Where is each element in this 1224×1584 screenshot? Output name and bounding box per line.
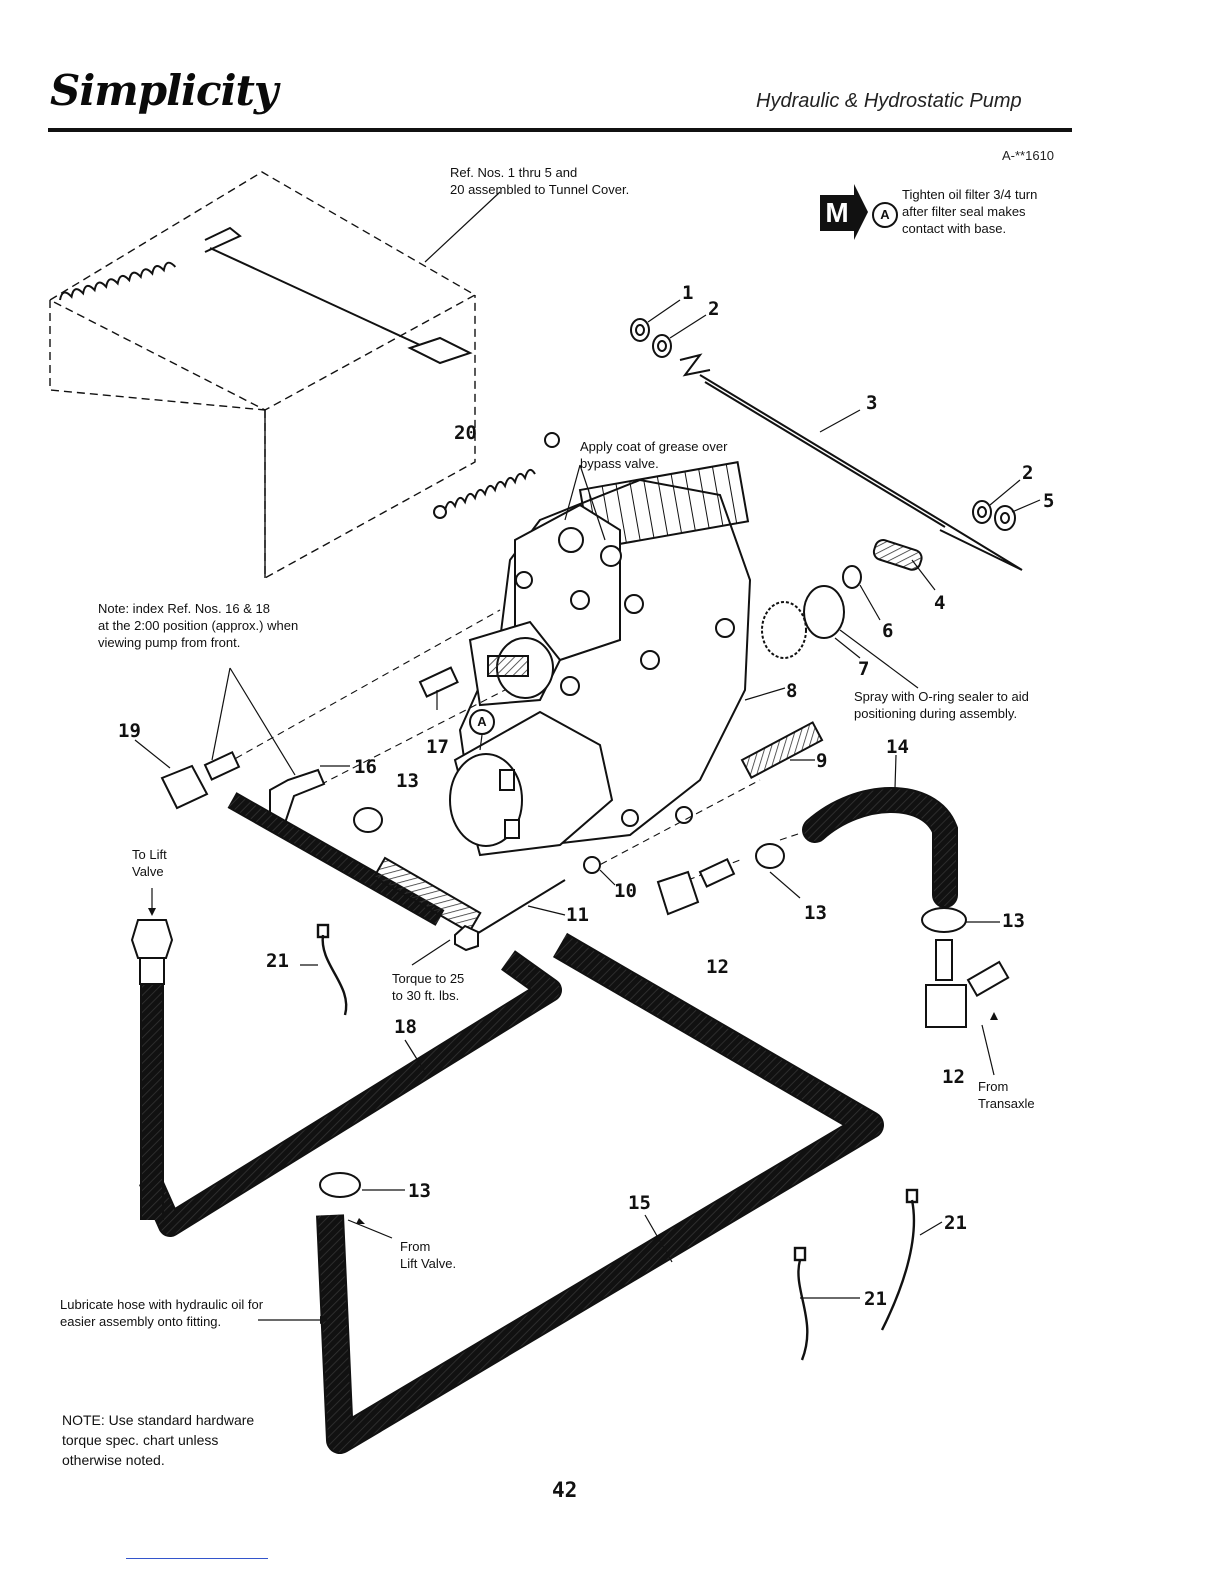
bolt-11 [454,856,601,952]
callout-14: 14 [886,736,909,758]
lift-valve-nut [130,919,174,985]
note-to-lift-valve: To Lift Valve [132,847,167,879]
fittings-right [921,907,1010,1028]
note-oring: Spray with O-ring sealer to aid position… [854,689,1029,721]
callout-12b: 12 [942,1066,965,1088]
callout-2b: 2 [1022,462,1034,484]
note-oil-filter: Tighten oil filter 3/4 turn after filter… [902,187,1038,236]
note-torque: Torque to 25 to 30 ft. lbs. [392,971,465,1003]
page-number: 42 [552,1478,578,1502]
cable-ties [316,923,919,1361]
clamp-13-bottom [319,1172,361,1198]
callout-8: 8 [786,680,798,702]
callout-5: 5 [1043,490,1055,512]
o-ring [761,565,862,659]
oil-filter [449,710,614,857]
hose-19 [227,792,482,934]
callout-13d: 13 [408,1180,431,1202]
figure-id: A-**1610 [1002,148,1055,163]
pump-body [458,461,752,847]
leaders [134,299,1041,1321]
section-title: Hydraulic & Hydrostatic Pump [756,90,1022,112]
bushing-4 [872,539,923,571]
arrowheads [148,908,998,1324]
callout-11: 11 [566,904,589,926]
callout-9: 9 [816,750,828,772]
callout-15: 15 [628,1192,651,1214]
circle-a-marker-note: A [872,202,898,228]
note-lubricate: Lubricate hose with hydraulic oil for ea… [60,1297,264,1329]
maintenance-badge: M [820,195,854,231]
note-index: Note: index Ref. Nos. 16 & 18 at the 2:0… [98,601,299,650]
fittings-left [160,666,459,828]
callout-18: 18 [394,1016,417,1038]
callout-21a: 21 [266,950,289,972]
callout-3: 3 [866,392,878,414]
callout-10: 10 [614,880,637,902]
callout-19: 19 [118,720,141,742]
note-tunnel-cover: Ref. Nos. 1 thru 5 and 20 assembled to T… [450,165,630,197]
circle-a-marker-filter: A [469,709,495,735]
spring-20 [433,432,560,519]
washers [630,318,1016,531]
header-rule [48,128,1072,132]
callout-21c: 21 [864,1288,887,1310]
callout-13a: 13 [396,770,419,792]
callout-4: 4 [934,592,946,614]
shift-rod [679,353,1023,571]
callout-16: 16 [354,756,377,778]
callout-12a: 12 [706,956,729,978]
callout-1: 1 [682,282,694,304]
maintenance-arrow-icon [854,184,868,240]
callout-13b: 13 [804,902,827,924]
note-from-transaxle: From Transaxle [978,1079,1035,1111]
callout-20: 20 [454,422,477,444]
cover-spring [59,226,473,365]
callout-21b: 21 [944,1212,967,1234]
hose-9 [740,721,824,780]
leader-tunnel [424,191,501,263]
callout-7: 7 [858,658,870,680]
note-from-lift-valve: From Lift Valve. [400,1239,457,1271]
callout-2: 2 [708,298,720,320]
note-standard-hardware: NOTE: Use standard hardware torque spec.… [62,1412,255,1468]
elbow-12-center [656,843,785,916]
callout-17: 17 [426,736,449,758]
callout-6: 6 [882,620,894,642]
callout-13c: 13 [1002,910,1025,932]
brand-logo: Simplicity [50,66,278,115]
tunnel-cover [48,171,477,580]
footer-link-underline [126,1558,268,1559]
note-grease: Apply coat of grease over bypass valve. [580,439,728,471]
